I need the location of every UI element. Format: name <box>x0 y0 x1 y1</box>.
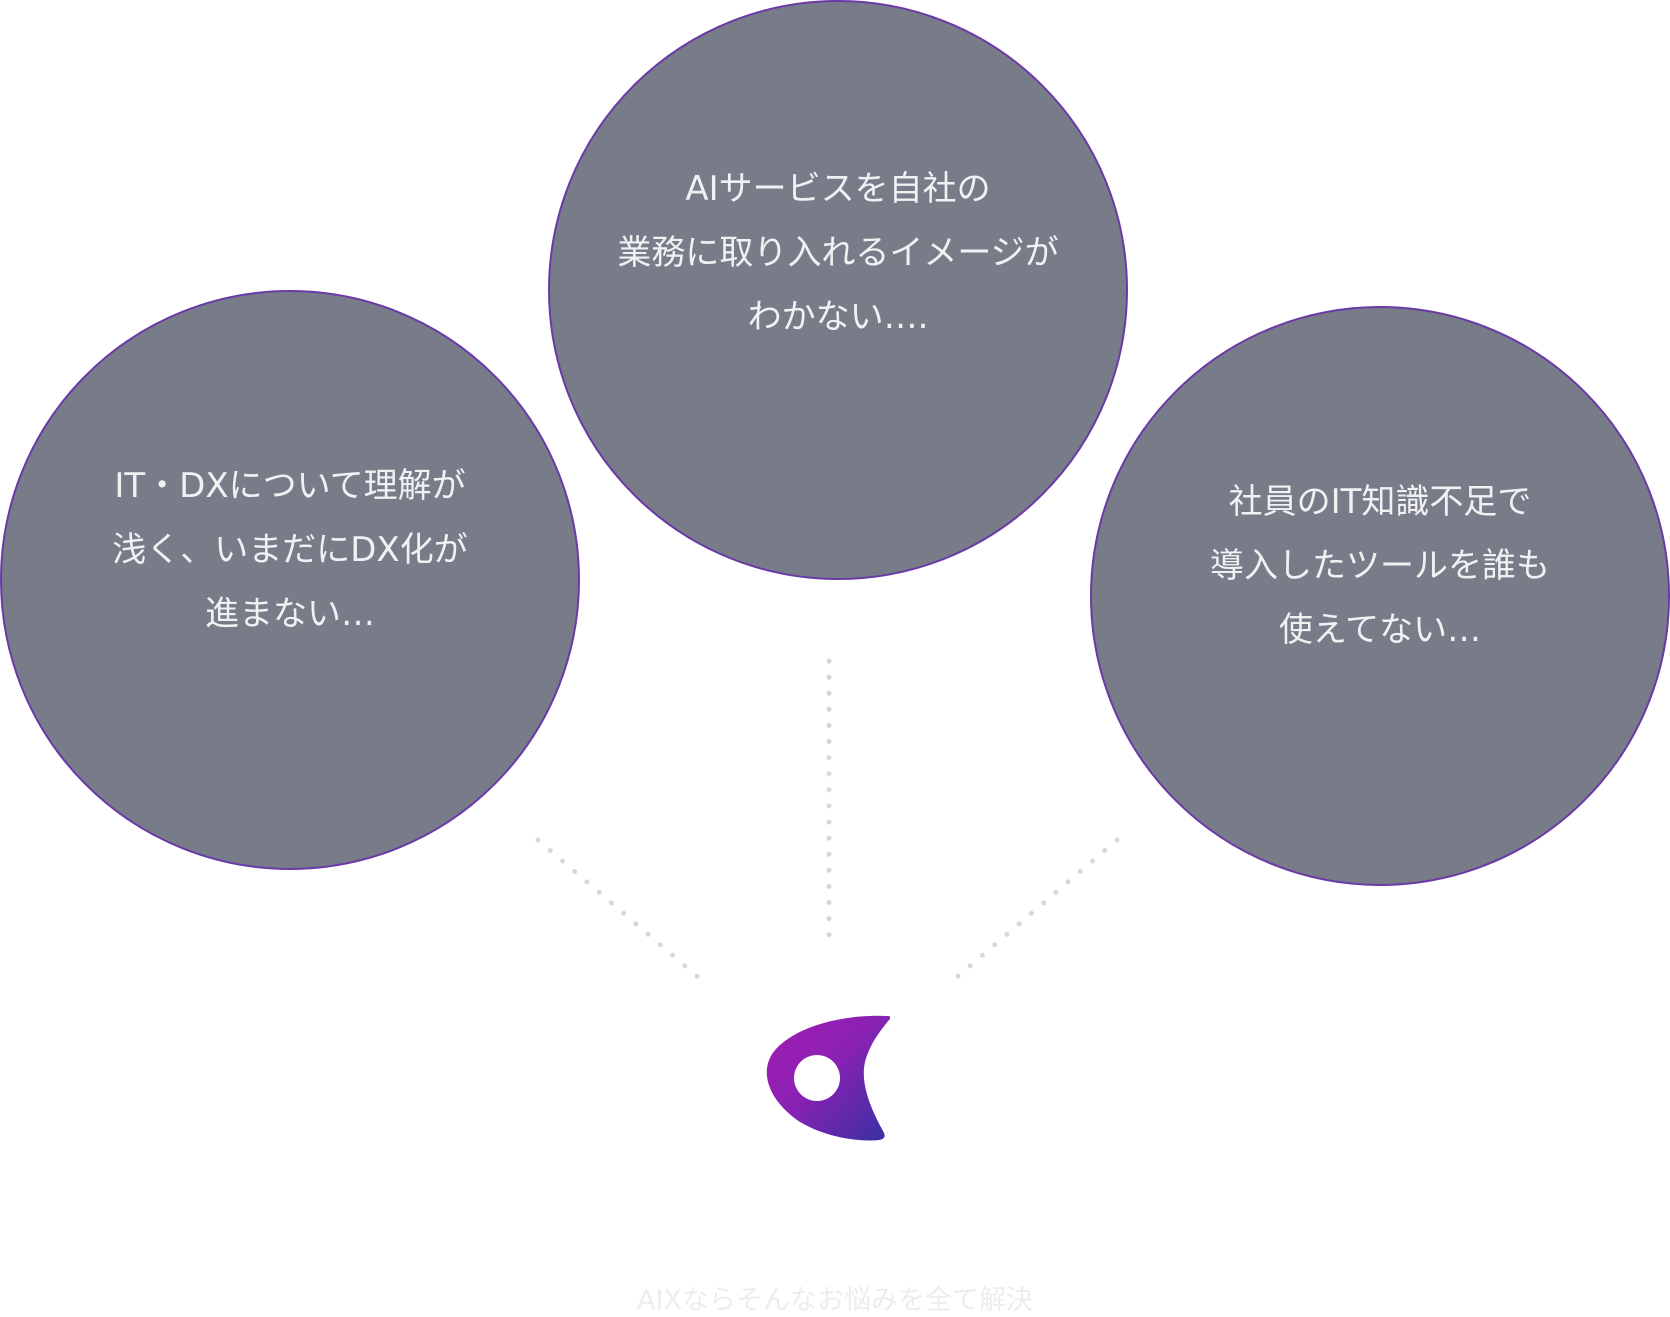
bubble-left-line-2: 浅く、いまだにDX化が <box>112 530 468 570</box>
concern-bubble-left: IT・DXについて理解が 浅く、いまだにDX化が 進まない… <box>0 290 580 870</box>
concern-bubble-right: 社員のIT知識不足で 導入したツールを誰も 使えてない… <box>1090 306 1670 886</box>
bubble-right-line-1: 社員のIT知識不足で <box>1228 482 1532 522</box>
bubble-right-line-3: 使えてない… <box>1278 610 1482 650</box>
connector-left <box>535 837 708 986</box>
bubble-center-line-3: わかない…. <box>747 296 929 337</box>
bubble-right-line-2: 導入したツールを誰も <box>1210 546 1550 586</box>
concern-bubble-center: AIサービスを自社の 業務に取り入れるイメージが わかない…. <box>548 0 1128 580</box>
bubble-left-line-3: 進まない… <box>205 594 375 634</box>
bubble-left-line-1: IT・DXについて理解が <box>114 466 466 506</box>
tagline: AIXならそんなお悩みを全て解決 <box>637 1285 1033 1316</box>
aix-logo-icon <box>766 1015 890 1141</box>
bubble-center-line-2: 業務に取り入れるイメージが <box>617 232 1059 273</box>
bubble-center-line-1: AIサービスを自社の <box>685 168 991 209</box>
connector-right <box>947 837 1120 986</box>
